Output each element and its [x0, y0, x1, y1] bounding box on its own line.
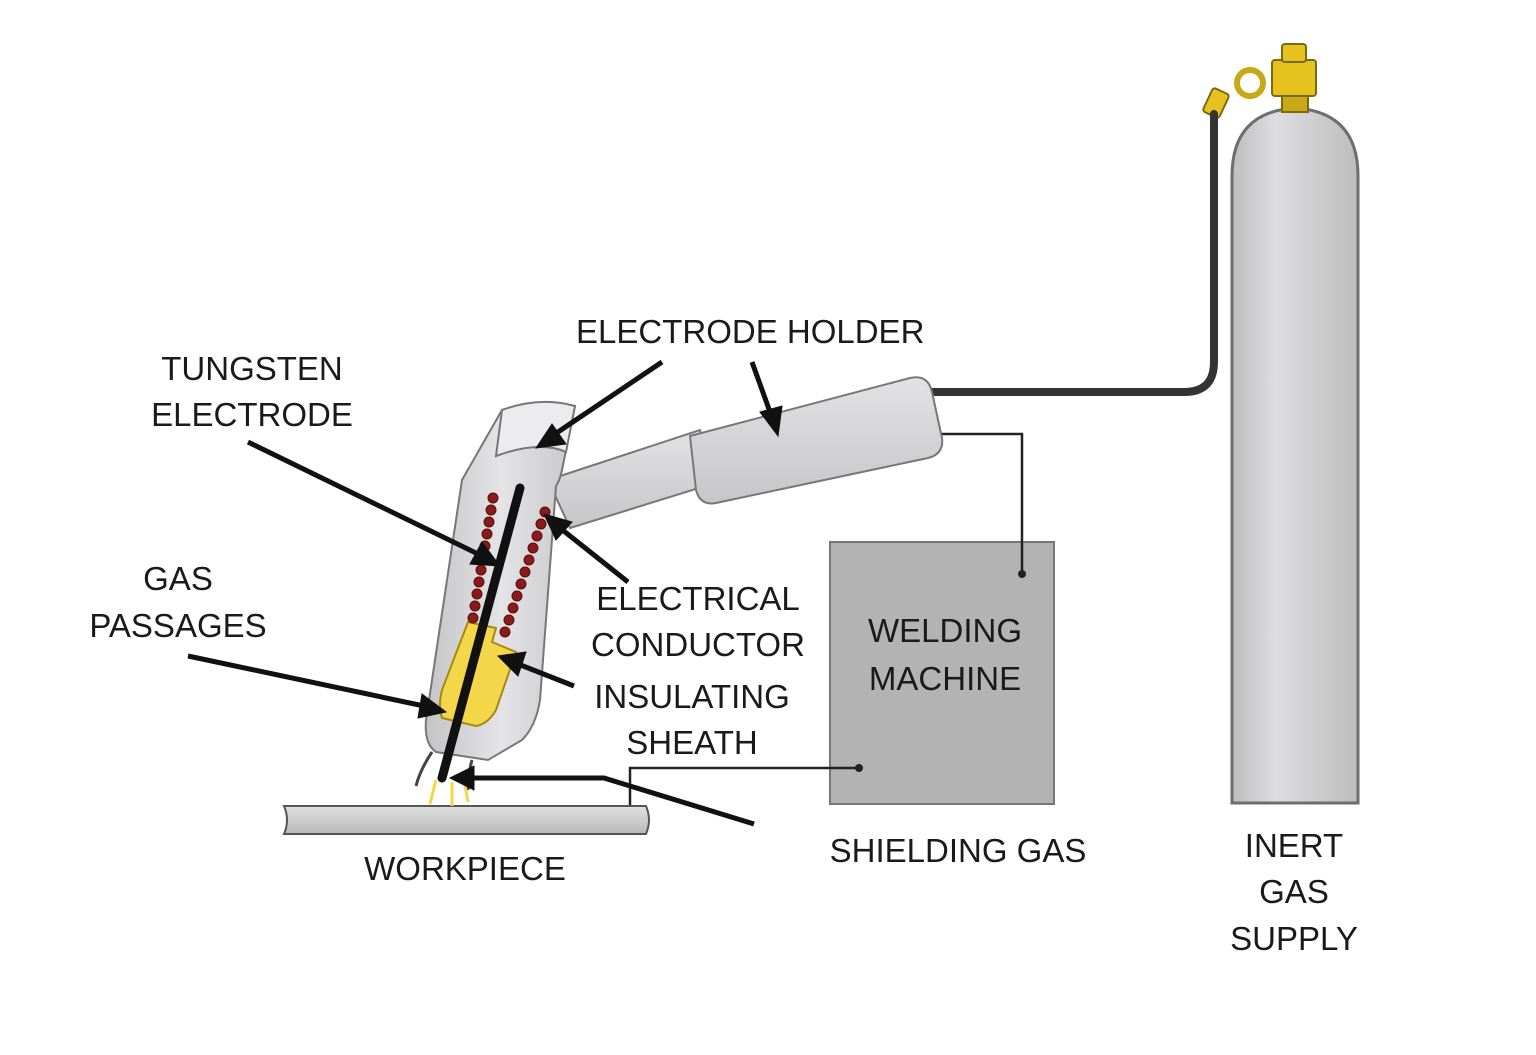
gas-flow-left — [414, 751, 434, 787]
label-tungsten-line1: TUNGSTEN — [161, 350, 343, 387]
torch-neck-tube — [546, 428, 714, 530]
label-insulating-line1: INSULATING — [594, 678, 790, 715]
arrow-conductor-line — [558, 526, 630, 584]
label-gas-line2: PASSAGES — [89, 607, 266, 644]
workpiece-plate — [282, 805, 650, 835]
cylinder-body — [1230, 106, 1360, 805]
label-workpiece: WORKPIECE — [364, 850, 566, 887]
arrow-gas-tip — [417, 693, 448, 719]
label-welding-line1: WELDING — [868, 612, 1022, 649]
arrow-tungsten-tip — [469, 541, 502, 567]
power-cable — [925, 432, 1024, 574]
cable-terminal-top — [1018, 570, 1026, 578]
cylinder-valve — [1271, 59, 1317, 97]
arrow-holder-handle-line — [749, 361, 773, 413]
arrow-tungsten-line — [246, 439, 480, 557]
label-gas-line1: GAS — [143, 560, 213, 597]
gas-hose — [916, 110, 1218, 396]
arrow-shielding-tip — [448, 765, 475, 791]
arc-glow-1 — [428, 779, 438, 805]
gas-cylinder — [1202, 43, 1360, 805]
arrow-shielding-line — [470, 775, 755, 827]
ground-cable — [628, 766, 859, 805]
conductor-coil-right — [499, 506, 551, 638]
label-shielding-gas: SHIELDING GAS — [830, 832, 1087, 869]
label-inert-line1: INERT — [1245, 827, 1343, 864]
cable-terminal-bottom — [855, 764, 863, 772]
leader-arrows — [187, 359, 783, 827]
torch-handle — [688, 376, 944, 505]
arrow-conductor-tip — [543, 513, 573, 541]
label-welding-line2: MACHINE — [869, 660, 1021, 697]
labels: ELECTRODE HOLDER TUNGSTEN ELECTRODE GAS … — [89, 313, 1358, 957]
regulator-ring — [1234, 67, 1266, 99]
tungsten-electrode — [437, 483, 525, 783]
valve-knob — [1281, 43, 1307, 63]
arrow-holder-head-tip — [534, 423, 567, 449]
arrow-holder-head-line — [553, 359, 664, 437]
label-insulating-line2: SHEATH — [626, 724, 757, 761]
welding-machine-box — [829, 541, 1055, 805]
label-electrode-holder: ELECTRODE HOLDER — [576, 313, 924, 350]
arrow-sheath-tip — [496, 651, 527, 677]
arrow-sheath-line — [517, 661, 575, 689]
arrow-holder-handle-tip — [759, 405, 783, 438]
label-inert-line2: GAS — [1259, 873, 1329, 910]
label-electrical-line1: ELECTRICAL — [596, 580, 800, 617]
label-inert-line3: SUPPLY — [1230, 920, 1358, 957]
label-tungsten-line2: ELECTRODE — [151, 396, 353, 433]
label-electrical-line2: CONDUCTOR — [591, 626, 805, 663]
arrow-gas-line — [187, 653, 425, 709]
